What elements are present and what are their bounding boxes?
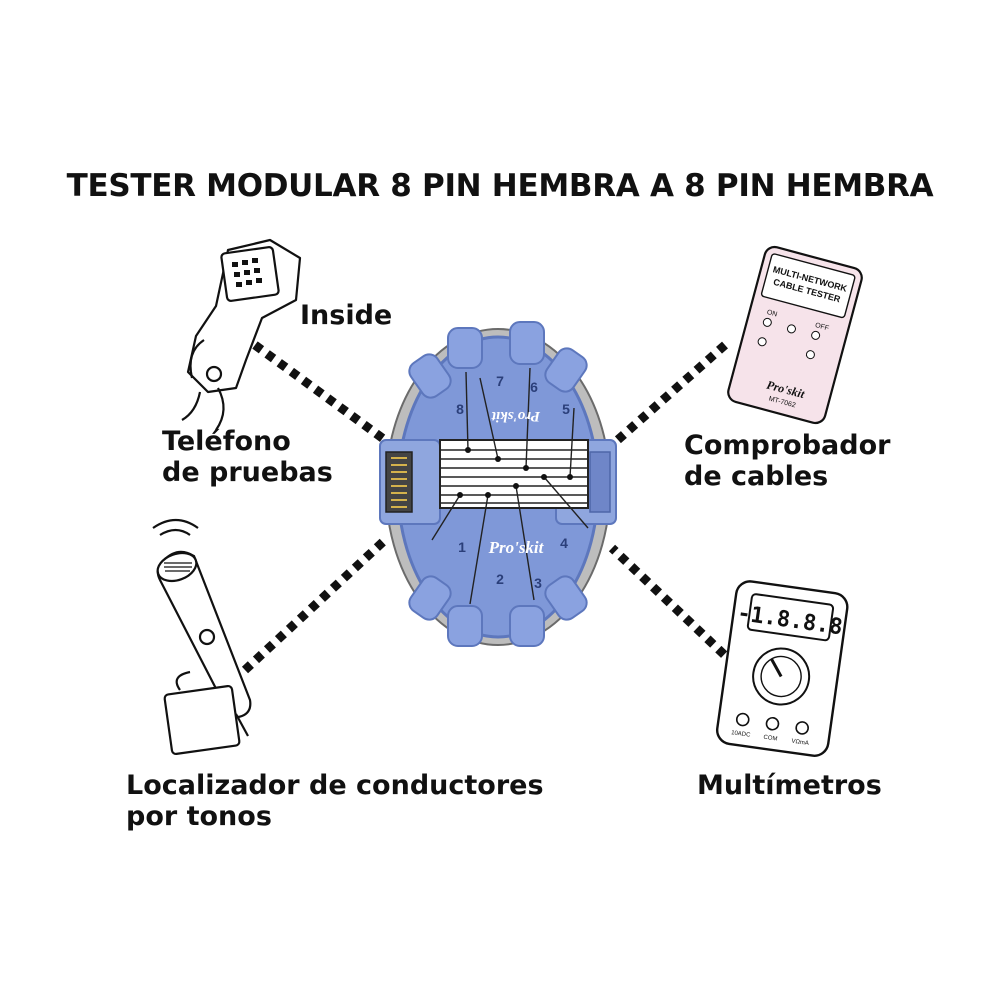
connector-multimetro — [608, 544, 739, 669]
label-telefono-line2: de pruebas — [162, 457, 333, 488]
connector-comprobador — [609, 341, 728, 449]
multimeter-port-vohm: VΩmA — [791, 739, 809, 747]
label-multimetros: Multímetros — [697, 770, 882, 801]
port-number-3: 3 — [534, 575, 542, 591]
page-title: TESTER MODULAR 8 PIN HEMBRA A 8 PIN HEMB… — [66, 168, 934, 204]
device-brand-bottom: Pro'skit — [488, 538, 545, 557]
port-number-2: 2 — [496, 571, 504, 587]
port-number-4: 4 — [560, 535, 568, 551]
label-comprobador-de-cables: Comprobador de cables — [684, 430, 890, 492]
connector-telefono — [252, 341, 388, 444]
butt-set-phone-icon — [181, 238, 302, 431]
label-localizador-line1: Localizador de conductores — [126, 770, 544, 801]
modular-tester-device: 1 2 3 4 5 6 7 8 Pro'skit Pro'skit — [379, 321, 617, 647]
label-inside-text: Inside — [300, 300, 393, 331]
connector-localizador — [241, 536, 389, 674]
cable-tester-off: OFF — [814, 322, 829, 332]
port-number-7: 7 — [496, 373, 504, 389]
tone-probe-icon — [152, 518, 252, 756]
port-number-5: 5 — [562, 401, 570, 417]
label-localizador-line2: por tonos — [126, 801, 272, 832]
label-comprobador-line1: Comprobador — [684, 430, 891, 461]
label-multimetros-text: Multímetros — [697, 770, 882, 801]
label-localizador: Localizador de conductores por tonos — [126, 770, 544, 832]
cable-tester-icon: MULTI-NETWORK CABLE TESTER ON OFF Pro'sk… — [727, 245, 863, 425]
port-number-8: 8 — [456, 401, 464, 417]
label-telefono-line1: Teléfono — [162, 426, 291, 457]
port-number-6: 6 — [530, 379, 538, 395]
label-inside: Inside — [300, 300, 392, 331]
multimeter-icon: -1.8.8.8 10ADC COM VΩmA — [715, 580, 849, 757]
device-brand-top: Pro'skit — [491, 408, 540, 424]
multimeter-port-10a: 10ADC — [731, 730, 752, 739]
multimeter-port-com: COM — [763, 735, 778, 743]
cable-tester-on: ON — [766, 309, 778, 318]
label-telefono-de-pruebas: Teléfono de pruebas — [162, 426, 333, 488]
label-comprobador-line2: de cables — [684, 461, 829, 492]
port-number-1: 1 — [458, 539, 466, 555]
